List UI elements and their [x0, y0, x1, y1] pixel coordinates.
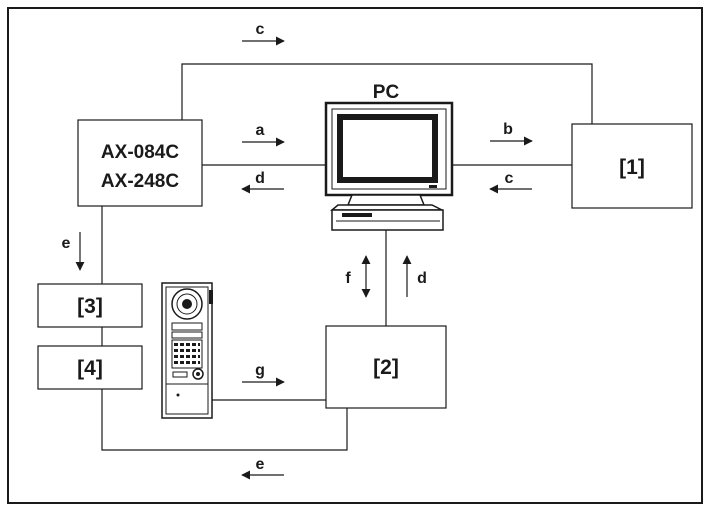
connection-lines	[101, 63, 593, 451]
device-box-4: [4]	[37, 345, 143, 390]
device-box-1: [1]	[571, 123, 693, 209]
pc-label: PC	[373, 82, 400, 103]
device-box-2: [2]	[325, 325, 447, 409]
label-d-vertical: d	[417, 270, 427, 287]
label-c-top: c	[256, 21, 265, 38]
controller-model-2: AX-248C	[101, 171, 179, 192]
outer-frame	[7, 7, 703, 504]
arrow-labels: c a d b c e f d g e	[62, 21, 514, 473]
device-box-4-label: [4]	[77, 357, 103, 380]
device-box-3-label: [3]	[77, 295, 103, 318]
label-c-right: c	[505, 170, 514, 187]
signal-arrows	[75, 36, 533, 480]
label-f: f	[345, 270, 351, 287]
label-g: g	[255, 362, 265, 379]
label-a: a	[256, 122, 265, 139]
label-b: b	[503, 121, 513, 138]
label-d-left: d	[255, 170, 265, 187]
label-e-left: e	[62, 235, 71, 252]
pc-computer-icon: PC	[324, 82, 454, 231]
device-box-1-label: [1]	[619, 156, 645, 179]
label-e-bottom: e	[256, 456, 265, 473]
controller-box: AX-084C AX-248C	[77, 119, 203, 207]
device-box-3: [3]	[37, 283, 143, 328]
controller-model-1: AX-084C	[101, 142, 179, 163]
door-station-icon	[161, 282, 213, 419]
device-box-2-label: [2]	[373, 356, 399, 379]
